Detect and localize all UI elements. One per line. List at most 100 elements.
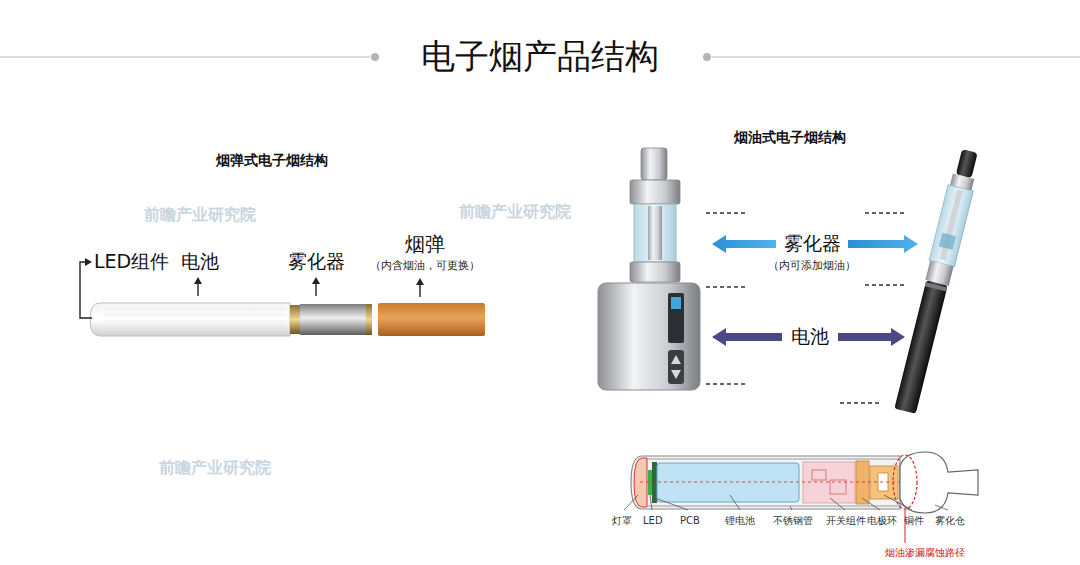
box-mod-illustration [598, 148, 700, 390]
cigarette-illustration-part [300, 304, 372, 335]
box-mod-illustration-part [671, 370, 681, 379]
part-label: 雾化器 [784, 233, 841, 255]
cross-section-part [634, 458, 647, 507]
cross-section [631, 452, 978, 513]
dashed-guide-part [706, 212, 745, 213]
box-mod-illustration-part [630, 262, 680, 282]
title-rule-part [703, 53, 711, 61]
part-note: （内含烟油，可更换） [370, 260, 480, 273]
cross-section-part [893, 455, 917, 509]
section-heading: 烟油式电子烟结构 [734, 129, 846, 145]
callout-label: 锂电池 [725, 515, 755, 527]
box-mod-illustration-part [641, 148, 667, 180]
leader-line-part [650, 495, 652, 510]
pointer-arrow-part [80, 262, 92, 318]
cigarette-illustration-part [104, 309, 286, 327]
dashed-guide-part [706, 383, 745, 384]
blue-arrow-part [848, 235, 918, 253]
cigarette-illustration-part-part [104, 309, 286, 310]
pen-illustration-part [956, 149, 978, 178]
callout-label: 铜件 [904, 515, 924, 527]
callout-label: 不锈钢管 [773, 515, 813, 527]
leader-line-part [730, 495, 740, 510]
warning-note: 烟油渗漏腐蚀路径 [885, 547, 965, 559]
title-rule-part [371, 53, 379, 61]
part-label: 雾化器 [288, 251, 345, 273]
cross-section-part [856, 461, 869, 504]
box-mod-illustration-part [630, 180, 680, 204]
leader-line-part [830, 498, 845, 510]
cross-section-part [648, 470, 652, 495]
cross-section-part [646, 459, 900, 460]
watermark: 前瞻产业研究院 [459, 203, 571, 221]
box-mod-illustration-part [634, 204, 676, 262]
box-mod-illustration-part [598, 283, 700, 390]
cigarette-illustration-part-part [104, 315, 286, 316]
cigarette-illustration-part [378, 303, 485, 336]
cross-section-part [652, 462, 657, 503]
purple-arrow-part [838, 328, 905, 346]
pen-illustration-part [894, 280, 947, 413]
leader-line [624, 495, 948, 510]
cigarette-illustration [90, 303, 485, 336]
part-label: 电池 [791, 326, 829, 348]
watermark: 前瞻产业研究院 [144, 206, 256, 224]
pointer-arrow-part [416, 278, 424, 285]
dashed-guide-part [865, 212, 905, 213]
pen-illustration-part [939, 233, 956, 250]
purple-arrow-part [712, 328, 782, 346]
cigarette-illustration-part [290, 305, 300, 334]
leader-line-part [655, 498, 688, 510]
part-label: LED组件 [94, 251, 169, 273]
leader-line-part [862, 498, 880, 510]
part-note: （内可添加烟油） [768, 260, 856, 273]
leader-line-part [624, 495, 638, 510]
cross-section-part [640, 482, 900, 483]
cigarette-illustration-part-part [104, 327, 286, 328]
leader-line-part [935, 505, 948, 510]
cross-section-part [803, 462, 855, 503]
pointer-arrow-part [312, 277, 320, 284]
cigarette-illustration-part [90, 303, 290, 336]
dashed-guide-part [865, 284, 905, 285]
dashed-guide-part [840, 402, 880, 403]
pen-illustration-part [929, 185, 973, 267]
callout-label: 开关组件 [826, 515, 866, 527]
box-mod-illustration-part [648, 206, 662, 260]
pointer-arrow-part [194, 277, 202, 284]
cross-section-part [646, 506, 900, 507]
pointer-arrow-part [85, 258, 92, 266]
pen-illustration-part [925, 282, 947, 291]
callout-label: 灯罩 [612, 515, 632, 527]
section-heading: 烟弹式电子烟结构 [216, 152, 328, 168]
cross-section-part [657, 463, 799, 502]
title-rule-part [0, 56, 370, 58]
callout-label: PCB [680, 515, 700, 527]
callout-label: LED [643, 515, 663, 527]
pointer-arrow-part [419, 283, 420, 297]
cigarette-illustration-part [366, 304, 372, 335]
pen-illustration [892, 148, 982, 414]
title-rule-part [712, 56, 1080, 58]
box-mod-illustration-part [668, 293, 684, 343]
cross-section-part [812, 470, 826, 480]
box-mod-illustration-part [671, 297, 681, 309]
box-mod-illustration-part [671, 355, 681, 364]
callout-label: 电极环 [867, 515, 897, 527]
pointer-arrow-part [197, 282, 198, 296]
part-label: 电池 [181, 251, 219, 273]
cross-section-part [631, 456, 900, 509]
pointer-arrow-part [315, 282, 316, 296]
callout-label: 雾化仓 [935, 515, 965, 527]
watermark: 前瞻产业研究院 [159, 459, 271, 477]
box-mod-illustration-part [668, 350, 684, 384]
leader-line-part [790, 506, 792, 510]
page-title: 电子烟产品结构 [421, 37, 659, 76]
blue-arrow-part [712, 235, 776, 253]
pen-illustration-part [940, 189, 963, 260]
leader-line-part [884, 495, 912, 510]
cigarette-illustration-part-part [104, 321, 286, 322]
part-label: 烟弹 [405, 233, 445, 256]
